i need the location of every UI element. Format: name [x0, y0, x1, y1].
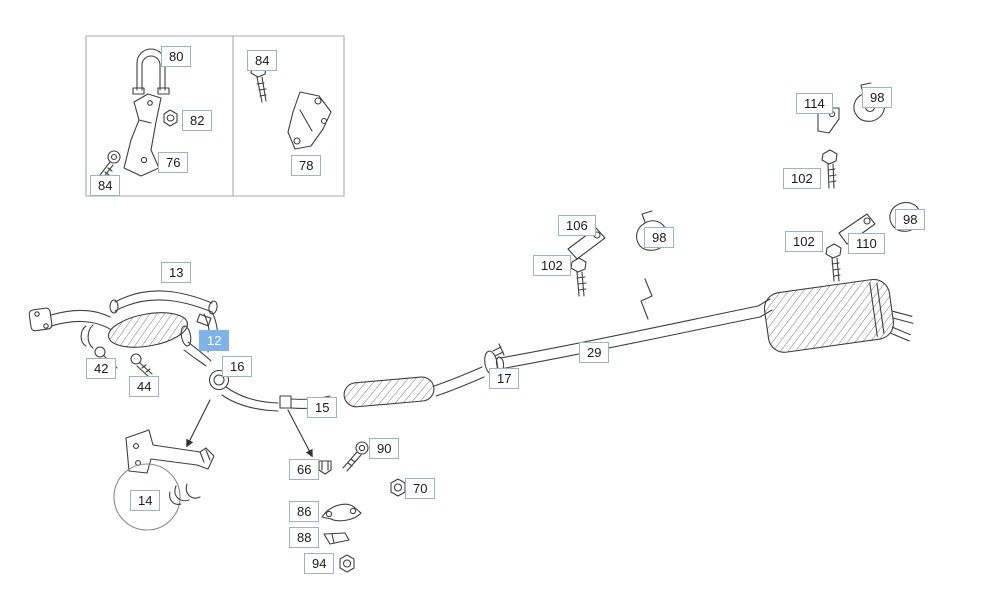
part-label-13[interactable]: 13	[161, 262, 192, 283]
part-label-86[interactable]: 86	[289, 501, 320, 522]
part-label-84[interactable]: 84	[90, 175, 121, 196]
bolt-90	[342, 441, 369, 472]
part-label-80[interactable]: 80	[161, 46, 192, 67]
rear-muffler	[757, 278, 914, 353]
gasket-ring-16	[208, 369, 230, 391]
inset-panel	[85, 35, 345, 197]
part-label-76[interactable]: 76	[158, 152, 189, 173]
front-pipes	[50, 309, 111, 330]
part-label-114[interactable]: 114	[796, 93, 833, 114]
part-label-17[interactable]: 17	[489, 368, 520, 389]
part-label-98[interactable]: 98	[895, 209, 926, 230]
part-label-98[interactable]: 98	[862, 87, 893, 108]
callout-arrows	[186, 399, 313, 458]
center-resonator-15	[343, 366, 485, 408]
nut-94	[339, 554, 355, 573]
part-label-88[interactable]: 88	[289, 527, 320, 548]
part-label-90[interactable]: 90	[369, 438, 400, 459]
bracket-76	[123, 93, 162, 177]
part-label-15[interactable]: 15	[307, 397, 338, 418]
strap-bracket-86	[321, 503, 362, 522]
part-label-16[interactable]: 16	[222, 356, 253, 377]
nut-82	[163, 109, 178, 127]
part-label-94[interactable]: 94	[304, 553, 335, 574]
part-label-70[interactable]: 70	[405, 478, 436, 499]
part-label-106[interactable]: 106	[558, 215, 596, 236]
front-flange	[28, 307, 53, 332]
part-label-42[interactable]: 42	[86, 358, 117, 379]
part-label-44[interactable]: 44	[129, 376, 160, 397]
part-label-84[interactable]: 84	[247, 50, 278, 71]
pipe-13	[109, 290, 218, 315]
part-label-66[interactable]: 66	[289, 459, 320, 480]
part-label-82[interactable]: 82	[182, 110, 213, 131]
catalytic-converter	[107, 312, 192, 348]
part-label-102[interactable]: 102	[783, 168, 821, 189]
part-label-29[interactable]: 29	[579, 342, 610, 363]
part-label-78[interactable]: 78	[291, 155, 322, 176]
bolt-44	[130, 353, 153, 378]
part-label-102[interactable]: 102	[785, 231, 823, 252]
part-label-102[interactable]: 102	[533, 255, 571, 276]
bracket-14-group	[113, 429, 215, 531]
part-label-12[interactable]: 12	[199, 330, 230, 351]
part-label-98[interactable]: 98	[644, 227, 675, 248]
clip-88	[323, 532, 350, 545]
part-label-14[interactable]: 14	[130, 490, 161, 511]
bracket-78	[287, 91, 332, 150]
part-label-110[interactable]: 110	[848, 233, 885, 254]
